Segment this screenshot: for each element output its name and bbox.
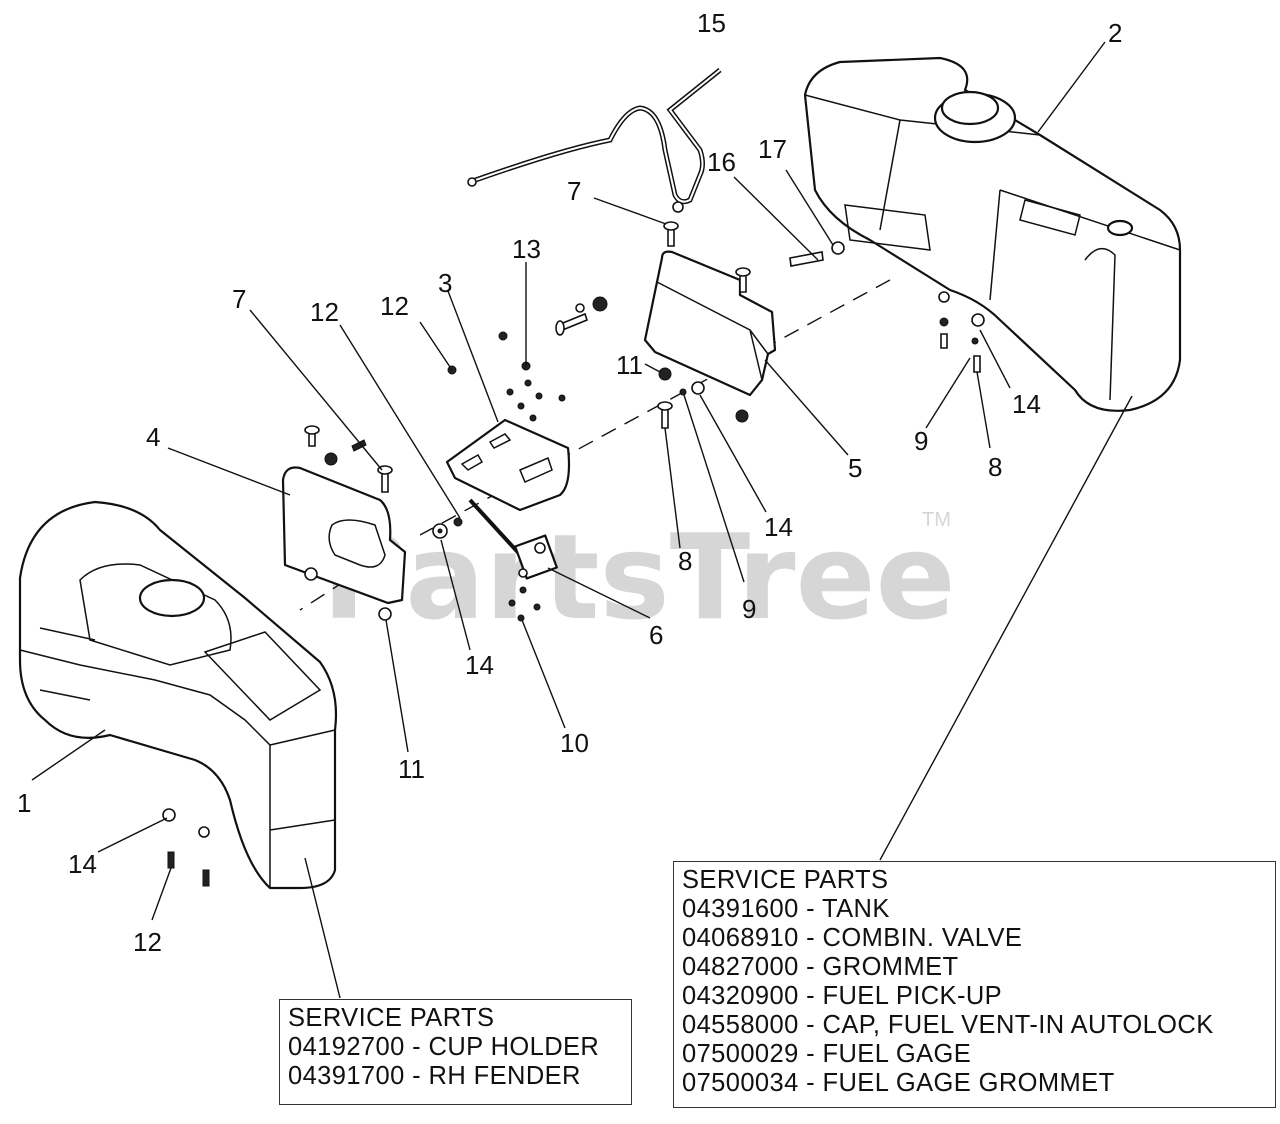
watermark-trademark: TM xyxy=(922,509,951,531)
callout-9a: 9 xyxy=(914,426,928,456)
service-part-line: 04827000 - GROMMET xyxy=(682,953,959,981)
service-parts-box-tank: SERVICE PARTS 04391600 - TANK 04068910 -… xyxy=(673,861,1276,1108)
service-part-line: 04558000 - CAP, FUEL VENT-IN AUTOLOCK xyxy=(682,1011,1214,1039)
callout-13: 13 xyxy=(512,234,541,264)
callout-7a: 7 xyxy=(567,176,581,206)
callout-2: 2 xyxy=(1108,18,1122,48)
callout-16: 16 xyxy=(707,147,736,177)
callout-8a: 8 xyxy=(988,452,1002,482)
callout-12a: 12 xyxy=(380,291,409,321)
callout-14b: 14 xyxy=(764,512,793,542)
service-part-line: 07500029 - FUEL GAGE xyxy=(682,1040,972,1068)
callout-5: 5 xyxy=(848,453,862,483)
callout-6: 6 xyxy=(649,620,663,650)
valve-part xyxy=(468,498,558,580)
callout-10: 10 xyxy=(560,728,589,758)
service-part-line: 04320900 - FUEL PICK-UP xyxy=(682,982,1003,1010)
watermark-text: PartsTree xyxy=(322,508,956,646)
callout-12b: 12 xyxy=(310,297,339,327)
callout-11a: 11 xyxy=(616,350,643,380)
callout-12c: 12 xyxy=(133,927,162,957)
callout-15: 15 xyxy=(697,8,726,38)
callout-14a: 14 xyxy=(1012,389,1041,419)
service-parts-heading: SERVICE PARTS xyxy=(288,1004,495,1032)
service-part-line: 07500034 - FUEL GAGE GROMMET xyxy=(682,1069,1115,1097)
fuel-line-part xyxy=(467,68,722,213)
fuel-tank-part xyxy=(803,56,1182,412)
bracket-part xyxy=(643,250,777,397)
callout-8b: 8 xyxy=(678,546,692,576)
leader-lines xyxy=(31,41,1133,999)
callout-14d: 14 xyxy=(68,849,97,879)
fender-part xyxy=(18,500,338,890)
callout-3: 3 xyxy=(438,268,452,298)
plate-part xyxy=(445,418,571,512)
callout-1: 1 xyxy=(17,788,31,818)
service-part-line: 04391700 - RH FENDER xyxy=(288,1062,581,1090)
service-part-line: 04391600 - TANK xyxy=(682,895,890,923)
service-part-line: 04068910 - COMBIN. VALVE xyxy=(682,924,1023,952)
callout-7b: 7 xyxy=(232,284,246,314)
callout-9b: 9 xyxy=(742,594,756,624)
callout-4: 4 xyxy=(146,422,160,452)
callout-17: 17 xyxy=(758,134,787,164)
callout-numbers: 15 2 16 17 7 13 3 12 12 7 4 11 5 9 14 8 … xyxy=(17,8,1122,957)
hardware-group xyxy=(162,221,985,887)
callout-11b: 11 xyxy=(398,754,425,784)
service-part-line: 04192700 - CUP HOLDER xyxy=(288,1033,600,1061)
service-parts-box-fender: SERVICE PARTS 04192700 - CUP HOLDER 0439… xyxy=(279,999,632,1105)
service-parts-heading: SERVICE PARTS xyxy=(682,866,889,894)
callout-14c: 14 xyxy=(465,650,494,680)
